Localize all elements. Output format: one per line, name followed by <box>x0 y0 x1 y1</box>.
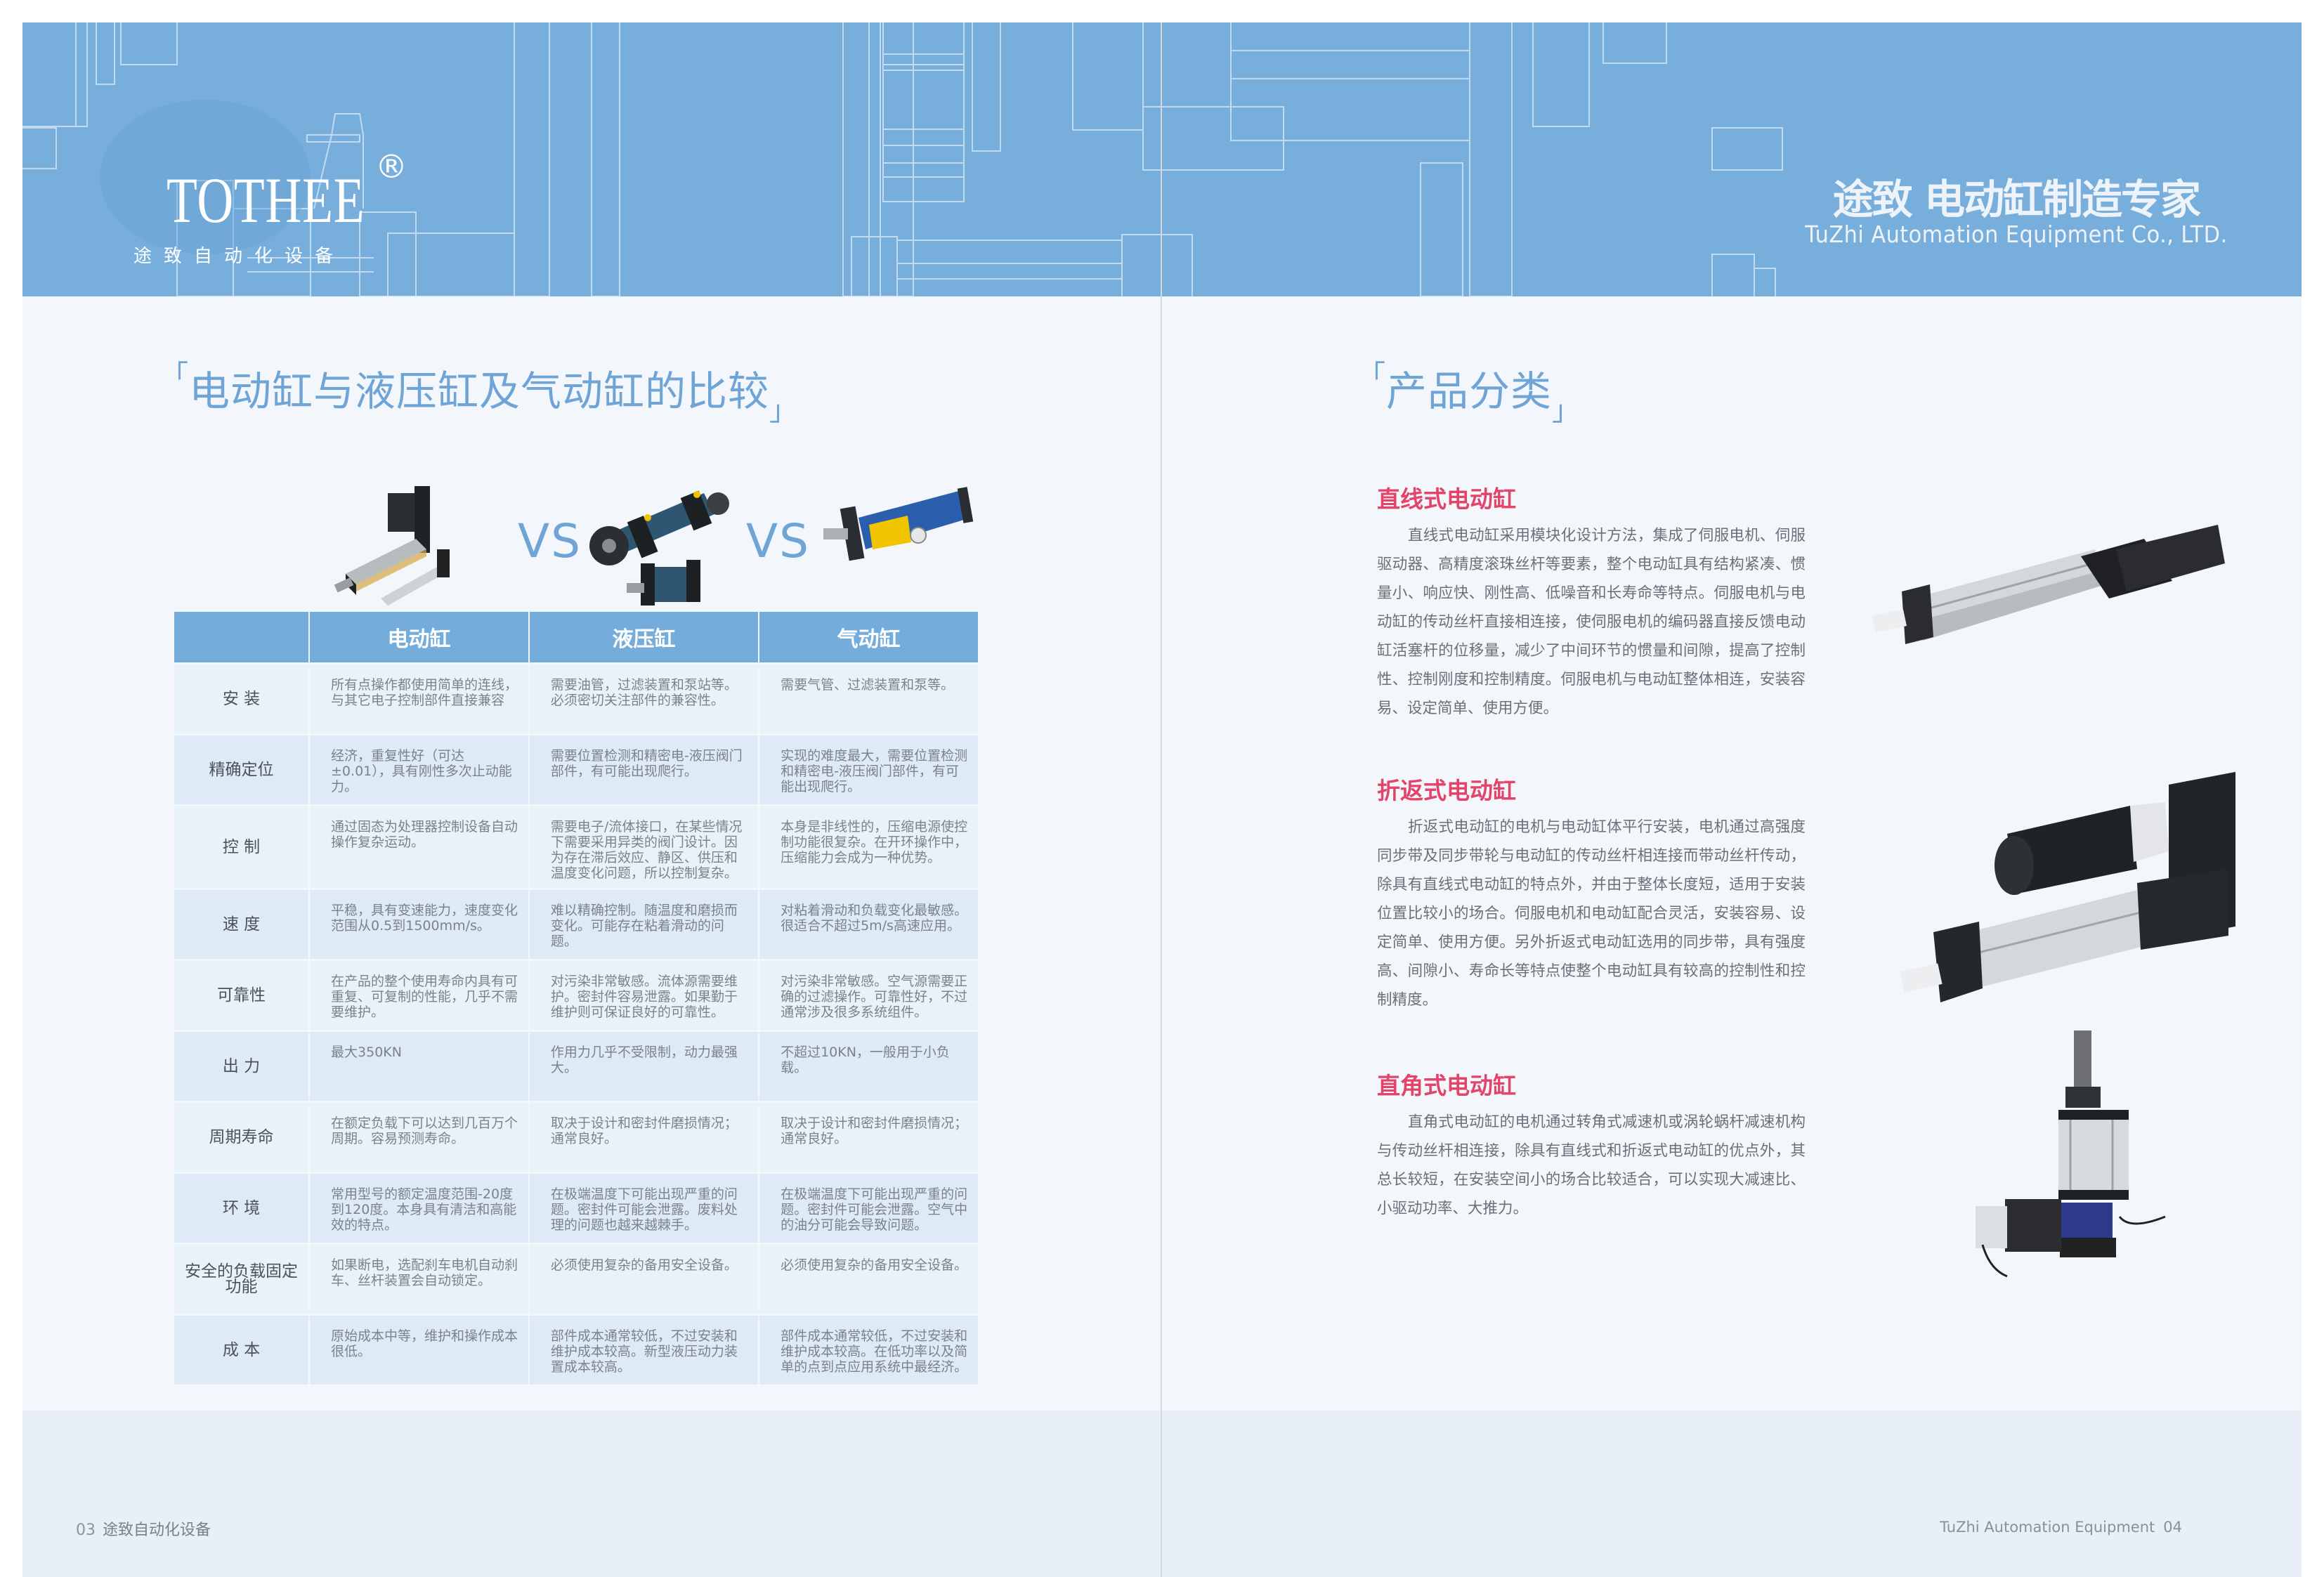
brand-logo: TOTHEE <box>167 164 365 236</box>
cell-pneumatic: 取决于设计和密封件磨损情况；通常良好。 <box>759 1103 978 1172</box>
table-row: 控 制 通过固态为处理器控制设备自动操作复杂运动。 需要电子/流体接口，在某些情… <box>174 806 978 888</box>
cell-electric: 所有点操作都使用简单的连线，与其它电子控制部件直接兼容 <box>310 665 528 733</box>
footer-band <box>22 1411 2302 1577</box>
cell-pneumatic: 对粘着滑动和负载变化最敏感。很适合不超过5m/s高速应用。 <box>759 890 978 959</box>
cell-pneumatic: 本身是非线性的，压缩电源使控制功能很复杂。在开环操作中，压缩能力会成为一种优势。 <box>759 806 978 888</box>
cell-hydraulic: 难以精确控制。随温度和磨损而变化。可能存在粘着滑动的问题。 <box>529 890 759 959</box>
company-name-en: TuZhi Automation Equipment Co., LTD. <box>1805 221 2228 248</box>
right-angle-actuator-image <box>1976 1030 2166 1278</box>
hydraulic-cylinder-image <box>589 490 729 606</box>
footer-left-text: 途致自动化设备 <box>103 1522 211 1539</box>
cell-pneumatic: 不超过10KN，一般用于小负载。 <box>759 1032 978 1101</box>
row-label: 环 境 <box>174 1174 309 1243</box>
page-spine-divider <box>1161 22 1162 1577</box>
cell-pneumatic: 必须使用复杂的备用安全设备。 <box>759 1245 978 1314</box>
row-label: 成 本 <box>174 1316 309 1385</box>
row-label: 安全的负载固定功能 <box>174 1245 309 1314</box>
folded-actuator-heading: 折返式电动缸 <box>1377 777 1516 804</box>
cell-pneumatic: 在极端温度下可能出现严重的问题。密封件可能会泄露。空气中的油分可能会导致问题。 <box>759 1174 978 1243</box>
footer-right: TuZhi Automation Equipment 04 <box>1940 1519 2182 1536</box>
table-header-corner <box>174 612 309 662</box>
company-tagline: 途致 电动缸制造专家 <box>1832 176 2201 223</box>
cell-hydraulic: 需要位置检测和精密电-液压阀门部件，有可能出现爬行。 <box>529 735 759 804</box>
cell-hydraulic: 部件成本通常较低，不过安装和维护成本较高。新型液压动力装置成本较高。 <box>529 1316 759 1385</box>
table-header-row: 电动缸 液压缸 气动缸 <box>174 612 978 662</box>
pneumatic-cylinder-image <box>823 487 974 561</box>
linear-actuator-image <box>1872 525 2225 644</box>
cell-pneumatic: 实现的难度最大，需要位置检测和精密电-液压阀门部件，有可能出现爬行。 <box>759 735 978 804</box>
column-header-electric: 电动缸 <box>310 612 528 662</box>
cell-electric: 原始成本中等，维护和操作成本很低。 <box>310 1316 528 1385</box>
row-label: 安 装 <box>174 665 309 733</box>
bracket-open-icon: 「 <box>1357 360 1386 392</box>
cell-hydraulic: 作用力几乎不受限制，动力最强大。 <box>529 1032 759 1101</box>
blueprint-lines-decoration <box>22 22 1783 296</box>
column-header-pneumatic: 气动缸 <box>759 612 978 662</box>
table-row: 出 力 最大350KN 作用力几乎不受限制，动力最强大。 不超过10KN，一般用… <box>174 1032 978 1101</box>
cell-pneumatic: 需要气管、过滤装置和泵等。 <box>759 665 978 733</box>
cell-electric: 经济，重复性好（可达±0.01），具有刚性多次止动能力。 <box>310 735 528 804</box>
cell-hydraulic: 取决于设计和密封件磨损情况；通常良好。 <box>529 1103 759 1172</box>
cell-pneumatic: 部件成本通常较低，不过安装和维护成本较高。在低功率以及简单的点到点应用系统中最经… <box>759 1316 978 1385</box>
vs-label-1: VS <box>518 514 582 568</box>
footer-left: 03 途致自动化设备 <box>76 1517 211 1540</box>
product-category-title: 「产品分类」 <box>1357 360 1581 427</box>
cell-hydraulic: 必须使用复杂的备用安全设备。 <box>529 1245 759 1314</box>
column-header-hydraulic: 液压缸 <box>529 612 759 662</box>
cell-electric: 通过固态为处理器控制设备自动操作复杂运动。 <box>310 806 528 888</box>
folded-actuator-image <box>1900 771 2235 1002</box>
bracket-open-icon: 「 <box>160 360 189 392</box>
comparison-title: 「电动缸与液压缸及气动缸的比较」 <box>160 360 799 427</box>
cell-electric: 如果断电，选配刹车电机自动刹车、丝杆装置会自动锁定。 <box>310 1245 528 1314</box>
table-row: 环 境 常用型号的额定温度范围-20度到120度。本身具有清洁和高能效的特点。 … <box>174 1174 978 1243</box>
cell-electric: 平稳，具有变速能力，速度变化范围从0.5到1500mm/s。 <box>310 890 528 959</box>
table-row: 周期寿命 在额定负载下可以达到几百万个周期。容易预测寿命。 取决于设计和密封件磨… <box>174 1103 978 1172</box>
folded-actuator-description: 折返式电动缸的电机与电动缸体平行安装，电机通过高强度同步带及同步带轮与电动缸的传… <box>1377 818 1806 1009</box>
page-number-left: 03 <box>76 1522 96 1539</box>
cell-electric: 常用型号的额定温度范围-20度到120度。本身具有清洁和高能效的特点。 <box>310 1174 528 1243</box>
row-label: 速 度 <box>174 890 309 959</box>
bracket-close-icon: 」 <box>769 395 799 427</box>
brand-subtitle: 途致自动化设备 <box>133 246 346 267</box>
table-row: 安 装 所有点操作都使用简单的连线，与其它电子控制部件直接兼容 需要油管，过滤装… <box>174 665 978 733</box>
page-number-right: 04 <box>2163 1519 2182 1536</box>
row-label: 控 制 <box>174 806 309 888</box>
linear-actuator-heading: 直线式电动缸 <box>1377 485 1516 513</box>
table-row: 成 本 原始成本中等，维护和操作成本很低。 部件成本通常较低，不过安装和维护成本… <box>174 1316 978 1385</box>
row-label: 周期寿命 <box>174 1103 309 1172</box>
table-row: 可靠性 在产品的整个使用寿命内具有可重复、可复制的性能，几乎不需要维护。 对污染… <box>174 961 978 1030</box>
header-banner: TOTHEE ® 途致自动化设备 途致 电动缸制造专家 TuZhi Automa… <box>22 22 2302 296</box>
cell-electric: 在额定负载下可以达到几百万个周期。容易预测寿命。 <box>310 1103 528 1172</box>
registered-mark: ® <box>375 148 407 185</box>
linear-actuator-description: 直线式电动缸采用模块化设计方法，集成了伺服电机、伺服驱动器、高精度滚珠丝杆等要素… <box>1377 527 1806 717</box>
row-label: 精确定位 <box>174 735 309 804</box>
right-angle-actuator-description: 直角式电动缸的电机通过转角式减速机或涡轮蜗杆减速机构与传动丝杆相连接，除具有直线… <box>1377 1113 1806 1217</box>
right-angle-actuator-heading: 直角式电动缸 <box>1377 1072 1516 1099</box>
cell-electric: 在产品的整个使用寿命内具有可重复、可复制的性能，几乎不需要维护。 <box>310 961 528 1030</box>
brochure-spread: TOTHEE ® 途致自动化设备 途致 电动缸制造专家 TuZhi Automa… <box>22 22 2302 1577</box>
row-label: 出 力 <box>174 1032 309 1101</box>
electric-cylinder-image <box>334 486 450 606</box>
table-row: 安全的负载固定功能 如果断电，选配刹车电机自动刹车、丝杆装置会自动锁定。 必须使… <box>174 1245 978 1314</box>
cell-electric: 最大350KN <box>310 1032 528 1101</box>
comparison-table: 电动缸 液压缸 气动缸 安 装 所有点操作都使用简单的连线，与其它电子控制部件直… <box>173 610 979 1387</box>
cell-pneumatic: 对污染非常敏感。空气源需要正确的过滤操作。可靠性好，不过通常涉及很多系统组件。 <box>759 961 978 1030</box>
table-row: 精确定位 经济，重复性好（可达±0.01），具有刚性多次止动能力。 需要位置检测… <box>174 735 978 804</box>
cell-hydraulic: 需要油管，过滤装置和泵站等。必须密切关注部件的兼容性。 <box>529 665 759 733</box>
cell-hydraulic: 需要电子/流体接口，在某些情况下需要采用异类的阀门设计。因为存在滞后效应、静区、… <box>529 806 759 888</box>
footer-right-text: TuZhi Automation Equipment <box>1940 1519 2155 1536</box>
table-row: 速 度 平稳，具有变速能力，速度变化范围从0.5到1500mm/s。 难以精确控… <box>174 890 978 959</box>
vs-label-2: VS <box>746 514 811 568</box>
cell-hydraulic: 在极端温度下可能出现严重的问题。密封件可能会泄露。废料处理的问题也越来越棘手。 <box>529 1174 759 1243</box>
bracket-close-icon: 」 <box>1552 395 1581 427</box>
row-label: 可靠性 <box>174 961 309 1030</box>
cell-hydraulic: 对污染非常敏感。流体源需要维护。密封件容易泄露。如果勤于维护则可保证良好的可靠性… <box>529 961 759 1030</box>
